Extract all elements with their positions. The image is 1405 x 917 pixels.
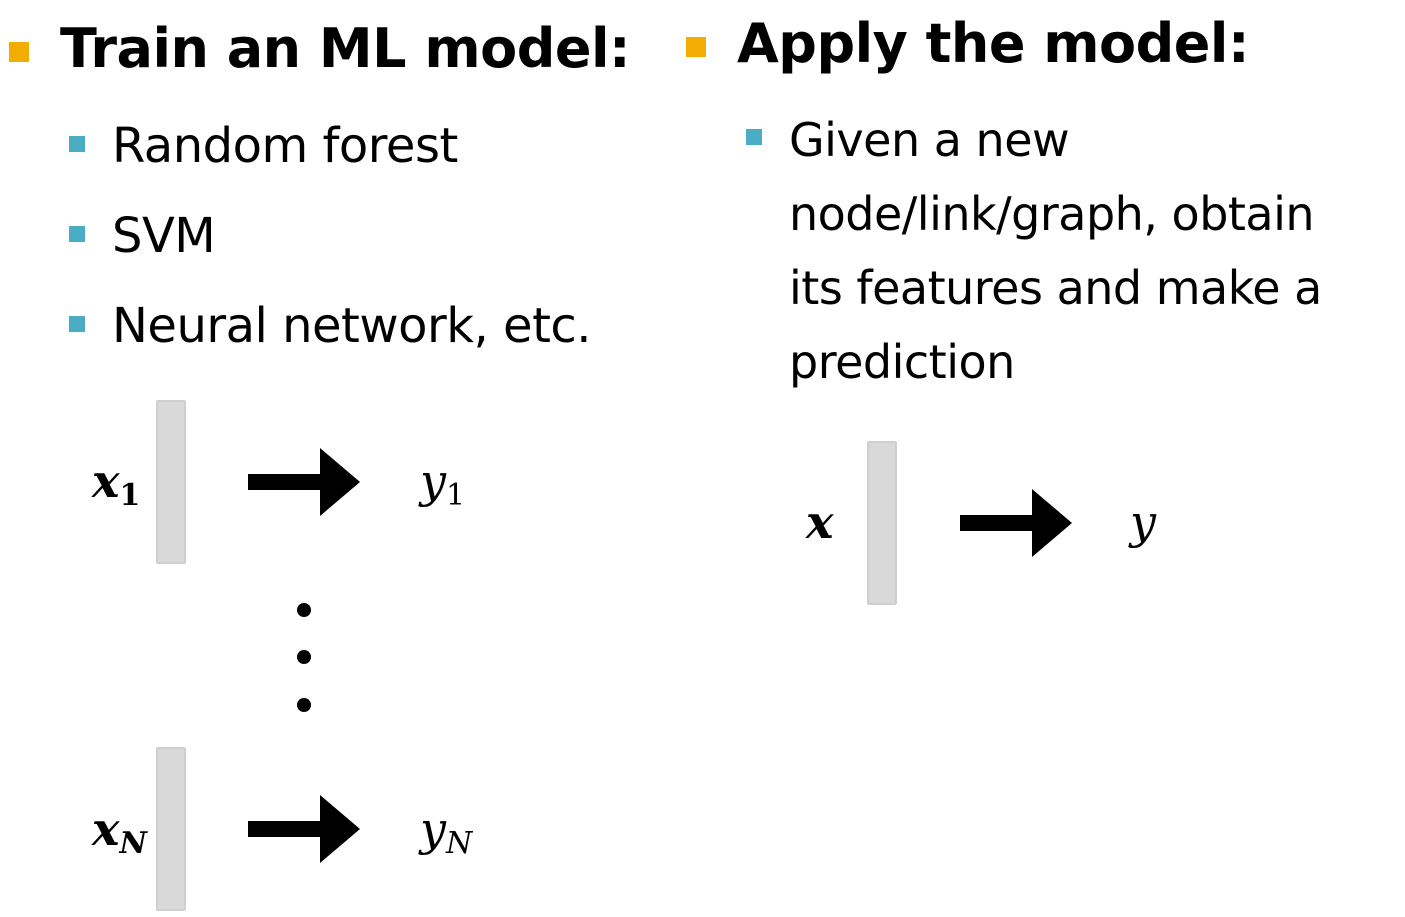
heading-bullet-train xyxy=(9,42,29,62)
feature-vector-x xyxy=(867,441,897,605)
item-bullet-neural-network xyxy=(69,316,85,332)
item-neural-network: Neural network, etc. xyxy=(112,298,592,354)
arrow-right-icon xyxy=(960,489,1072,557)
output-label-y: y xyxy=(1130,495,1156,549)
item-bullet-random-forest xyxy=(69,136,85,152)
heading-bullet-apply xyxy=(686,37,706,57)
input-label-x1: x1 xyxy=(92,454,141,513)
item-bullet-svm xyxy=(69,226,85,242)
description-line: prediction xyxy=(789,335,1015,389)
ellipsis-dot xyxy=(297,698,311,712)
description-line: Given a new xyxy=(789,113,1070,167)
output-label-yN: yN xyxy=(420,802,473,861)
item-bullet-given xyxy=(746,129,762,145)
heading-apply: Apply the model: xyxy=(737,12,1250,75)
feature-vector-x1 xyxy=(156,400,186,564)
item-random-forest: Random forest xyxy=(112,118,458,174)
feature-vector-xN xyxy=(156,747,186,911)
arrow-right-icon xyxy=(248,448,360,516)
arrow-right-icon xyxy=(248,795,360,863)
input-label-x: x xyxy=(806,495,834,549)
description-line: its features and make a xyxy=(789,261,1322,315)
description-line: node/link/graph, obtain xyxy=(789,187,1315,241)
heading-train: Train an ML model: xyxy=(60,17,631,80)
ellipsis-dot xyxy=(297,603,311,617)
input-label-xN: xN xyxy=(92,802,147,861)
output-label-y1: y1 xyxy=(420,454,466,513)
item-svm: SVM xyxy=(112,208,216,264)
ellipsis-dot xyxy=(297,650,311,664)
